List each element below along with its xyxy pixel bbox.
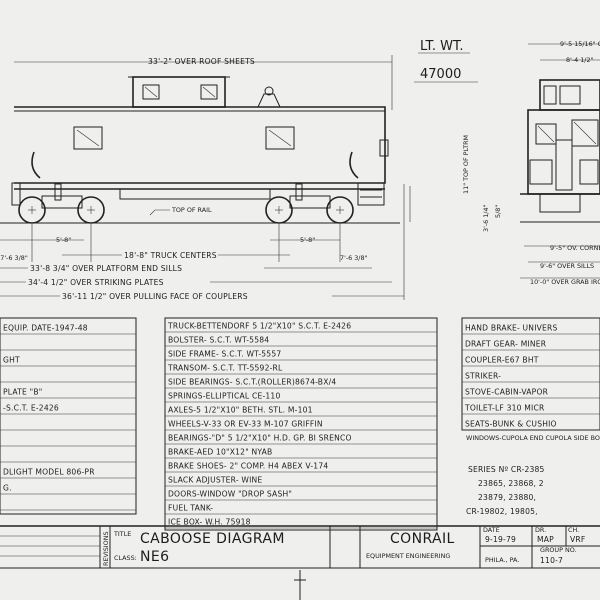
height-5-8-label: 5/8" bbox=[494, 205, 502, 218]
right-spec-row: SEATS-BUNK & CUSHIO bbox=[465, 420, 557, 429]
equipment-box bbox=[119, 188, 271, 200]
end-dim-corner-posts: 9'-5" OV. CORNER POSTS bbox=[550, 244, 600, 252]
checked-by-label: CH. bbox=[568, 526, 579, 534]
grab-iron-left bbox=[31, 151, 41, 179]
center-spec-row: FUEL TANK- bbox=[168, 504, 213, 513]
grab-iron-right bbox=[349, 151, 359, 179]
center-spec-row: DOORS-WINDOW "DROP SASH" bbox=[168, 490, 292, 499]
light-weight-block: LT. WT. 47000 bbox=[414, 39, 478, 83]
right-spec-row: HAND BRAKE- UNIVERS bbox=[465, 324, 558, 333]
left-spec-row: GHT bbox=[3, 356, 20, 365]
center-spec-row: ICE BOX- W.H. 75918 bbox=[168, 518, 251, 527]
place-value: PHILA., PA. bbox=[485, 556, 519, 564]
drawn-by-value: MAP bbox=[537, 535, 554, 544]
left-spec-row: EQUIP. DATE-1947-48 bbox=[3, 324, 88, 333]
series-line-2: 23865, 23868, 2 bbox=[478, 479, 544, 488]
dim-pulling-face: 36'-11 1/2" OVER PULLING FACE OF COUPLER… bbox=[62, 292, 248, 301]
class-label: CLASS: bbox=[114, 554, 137, 562]
windows-note: WINDOWS-CUPOLA END CUPOLA SIDE BODY END … bbox=[466, 434, 600, 442]
lt-wt-value: 47000 bbox=[420, 67, 461, 82]
top-of-rail-label: TOP OF RAIL bbox=[171, 206, 212, 214]
end-platform-right bbox=[357, 182, 385, 206]
left-spec-row: -S.C.T. E-2426 bbox=[3, 404, 59, 413]
dim-truck-5-8-right: 5'-8" bbox=[300, 236, 315, 244]
right-spec-row: TOILET-LF 310 MICR bbox=[464, 404, 545, 413]
top-of-platform-label: 11" TOP OF PLTRM bbox=[462, 135, 470, 194]
cupola-window-left bbox=[142, 84, 160, 100]
series-line-4: CR-19802, 19805, bbox=[466, 507, 538, 516]
center-spec-row: SIDE FRAME- S.C.T. WT-5557 bbox=[168, 350, 281, 359]
center-spec-row: SIDE BEARINGS- S.C.T.(ROLLER)8674-BX/4 bbox=[168, 378, 336, 387]
revisions-label: REVISIONS bbox=[102, 531, 110, 566]
series-line-1: SERIES Nº CR-2385 bbox=[468, 465, 545, 474]
right-spec-row: STOVE-CABIN-VAPOR bbox=[465, 388, 549, 397]
title-block: REVISIONS TITLE CABOOSE DIAGRAM CLASS: N… bbox=[0, 525, 600, 600]
length-dimensions: -7'-6 3/8" 5'-8" 5'-8" 7'-6 3/8" 18'-8" … bbox=[0, 184, 405, 301]
right-spec-row: STRIKER- bbox=[465, 372, 501, 381]
center-spec-row: BRAKE SHOES- 2" COMP. H4 ABEX V-174 bbox=[168, 462, 328, 471]
center-spec-row: SPRINGS-ELLIPTICAL CE-110 bbox=[168, 392, 280, 401]
truck-right bbox=[265, 195, 354, 224]
caboose-end-view: 9'-5 15/16" OV. CUPOLA 8'-4 1/2" 9'-5" O… bbox=[520, 40, 600, 286]
roof-hatch bbox=[257, 93, 281, 108]
title-label: TITLE bbox=[113, 530, 131, 538]
dim-truck-5-8: 5'-8" bbox=[56, 236, 71, 244]
dim-platform-end-sills: 33'-8 3/4" OVER PLATFORM END SILLS bbox=[30, 264, 182, 273]
group-label: GROUP NO. bbox=[540, 546, 577, 554]
center-spec-table: TRUCK-BETTENDORF 5 1/2"X10" S.C.T. E-242… bbox=[164, 317, 438, 531]
date-value: 9-19-79 bbox=[485, 535, 516, 544]
department-name: EQUIPMENT ENGINEERING bbox=[366, 552, 450, 560]
lt-wt-label: LT. WT. bbox=[420, 39, 464, 54]
center-spec-row: AXLES-5 1/2"X10" BETH. STL. M-101 bbox=[168, 406, 313, 415]
end-body bbox=[527, 109, 600, 195]
drawn-by-label: DR. bbox=[535, 526, 546, 534]
center-spec-row: SLACK ADJUSTER- WINE bbox=[168, 476, 262, 485]
center-spec-row: TRUCK-BETTENDORF 5 1/2"X10" S.C.T. E-242… bbox=[167, 322, 351, 331]
end-dim-grab-irons: 10'-0" OVER GRAB IRONS bbox=[530, 278, 600, 286]
center-spec-row: BEARINGS-"D" 5 1/2"X10" H.D. GP. BI SREN… bbox=[168, 434, 352, 443]
end-dim-sills: 9'-6" OVER SILLS bbox=[540, 262, 594, 270]
series-line-3: 23879, 23880, bbox=[478, 493, 536, 502]
dim-left-7-6: -7'-6 3/8" bbox=[0, 254, 28, 262]
end-dim-cupola: 9'-5 15/16" OV. CUPOLA bbox=[560, 40, 600, 48]
right-spec-row: COUPLER-E67 BHT bbox=[465, 356, 539, 365]
series-list: SERIES Nº CR-2385 23865, 23868, 2 23879,… bbox=[466, 465, 545, 516]
center-spec-row: WHEELS-V-33 OR EV-33 M-107 GRIFFIN bbox=[168, 420, 323, 429]
center-spec-row: BOLSTER- S.C.T. WT-5584 bbox=[168, 336, 269, 345]
body-window-right bbox=[265, 126, 295, 150]
dim-striking-plates: 34'-4 1/2" OVER STRIKING PLATES bbox=[28, 278, 164, 287]
drawing-title: CABOOSE DIAGRAM bbox=[140, 531, 285, 547]
right-spec-row: DRAFT GEAR- MINER bbox=[465, 340, 547, 349]
dim-truck-centers: 18'-8" TRUCK CENTERS bbox=[124, 251, 217, 260]
cupola bbox=[132, 76, 226, 108]
company-name: CONRAIL bbox=[390, 531, 455, 547]
roof-dim-label: 33'-2" OVER ROOF SHEETS bbox=[148, 57, 255, 66]
dim-right-7-6: 7'-6 3/8" bbox=[340, 254, 368, 262]
cupola-window-right bbox=[200, 84, 218, 100]
left-spec-row: G. bbox=[3, 484, 12, 493]
car-body bbox=[14, 106, 386, 184]
center-spec-row: BRAKE-AED 10"X12" NYAB bbox=[168, 448, 272, 457]
date-label: DATE bbox=[483, 526, 500, 534]
caboose-side-elevation: 33'-2" OVER ROOF SHEETS bbox=[0, 55, 502, 232]
body-window-left bbox=[73, 126, 103, 150]
end-cupola bbox=[539, 79, 600, 111]
end-door bbox=[555, 139, 573, 191]
right-spec-table: HAND BRAKE- UNIVERS DRAFT GEAR- MINER COUP… bbox=[461, 317, 600, 431]
checked-by-value: VRF bbox=[570, 535, 585, 544]
left-spec-row: DLIGHT MODEL 806-PR bbox=[3, 468, 95, 477]
left-spec-row: PLATE "B" bbox=[3, 388, 42, 397]
class-value: NE6 bbox=[140, 549, 169, 565]
center-spec-row: TRANSOM- S.C.T. TT-5592-RL bbox=[167, 364, 283, 373]
group-value: 110-7 bbox=[540, 556, 563, 565]
end-dim-8-4: 8'-4 1/2" bbox=[566, 56, 594, 64]
height-3-6-label: 3'-6 1/4" bbox=[482, 204, 490, 232]
